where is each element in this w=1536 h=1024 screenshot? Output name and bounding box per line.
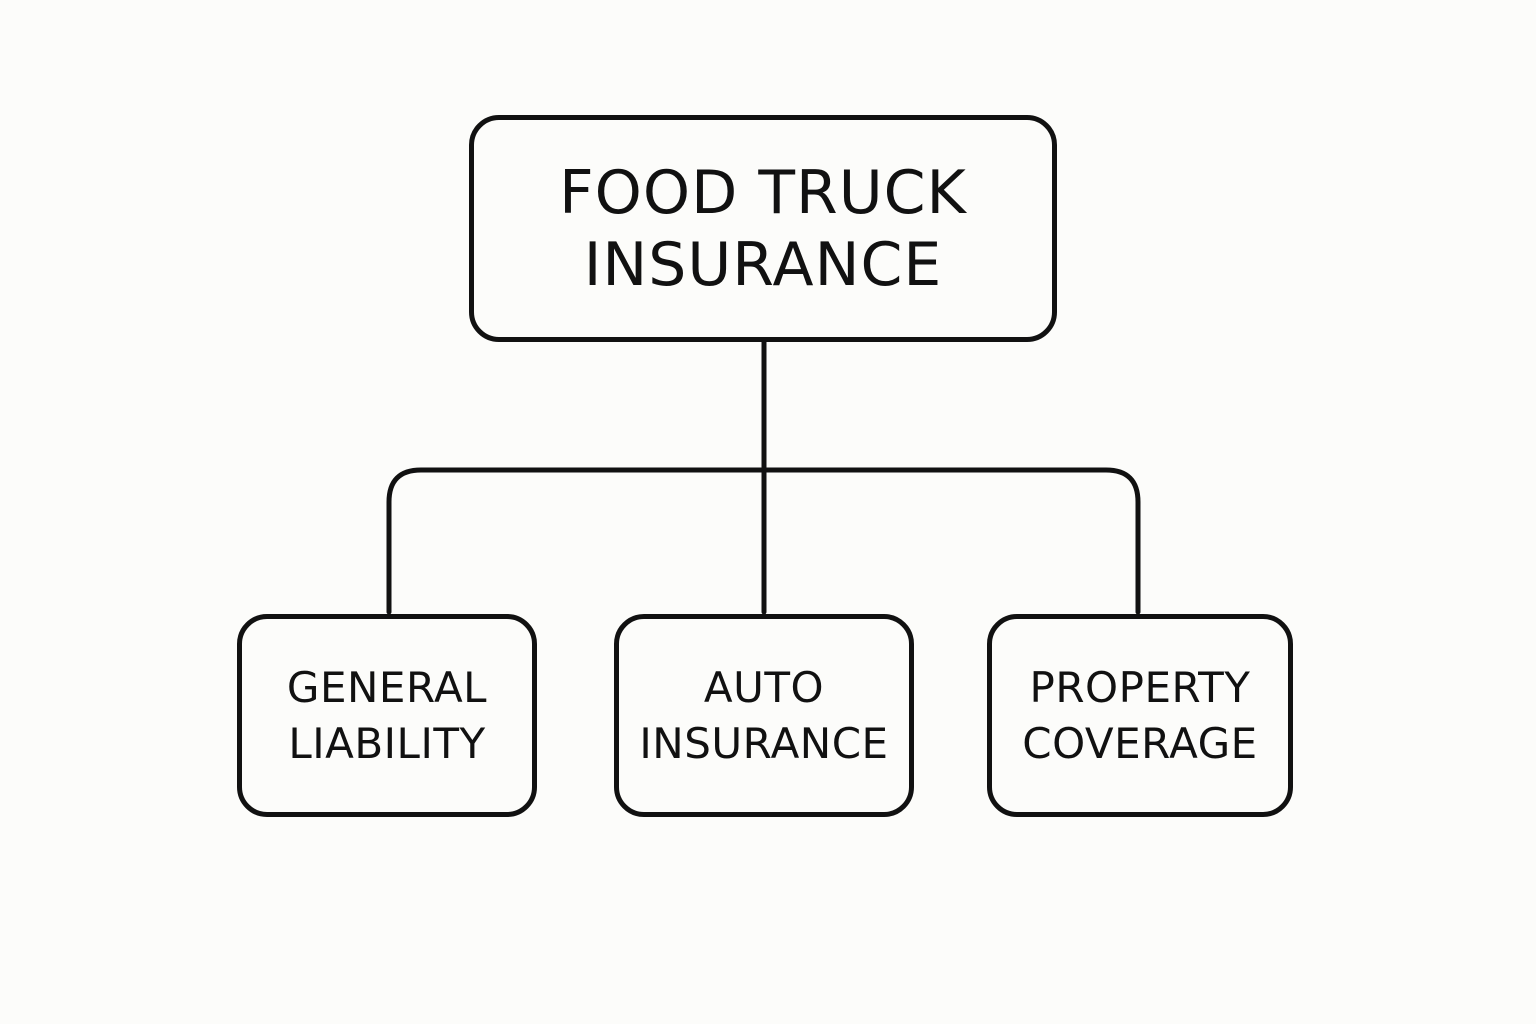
- child-node-label: AUTO INSURANCE: [639, 660, 888, 772]
- child-node-label: PROPERTY COVERAGE: [1022, 660, 1257, 772]
- child-label-line: COVERAGE: [1022, 718, 1258, 768]
- root-node-label: FOOD TRUCK INSURANCE: [559, 157, 967, 301]
- child-node-auto-insurance: AUTO INSURANCE: [614, 614, 914, 817]
- child-label-line: AUTO: [703, 662, 825, 712]
- child-node-label: GENERAL LIABILITY: [287, 660, 487, 772]
- child-label-line: GENERAL: [286, 662, 488, 712]
- child-label-line: PROPERTY: [1029, 662, 1251, 712]
- child-node-property-coverage: PROPERTY COVERAGE: [987, 614, 1293, 817]
- root-label-line: INSURANCE: [583, 229, 943, 300]
- branch-connector: [386, 467, 1141, 615]
- root-label-line: FOOD TRUCK: [559, 157, 967, 228]
- child-label-line: LIABILITY: [288, 718, 486, 768]
- root-node-food-truck-insurance: FOOD TRUCK INSURANCE: [469, 115, 1057, 342]
- child-node-general-liability: GENERAL LIABILITY: [237, 614, 537, 817]
- child-label-line: INSURANCE: [639, 718, 889, 768]
